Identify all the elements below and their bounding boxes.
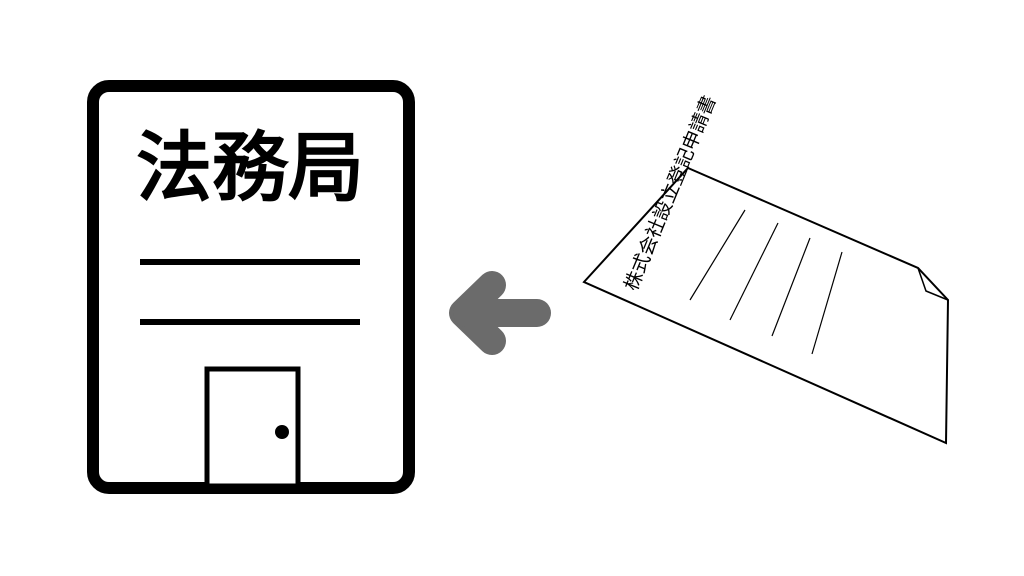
building-icon: 法務局 xyxy=(87,80,415,494)
document-line-3 xyxy=(771,237,811,337)
door-knob xyxy=(275,425,289,439)
document-paper xyxy=(582,166,950,445)
document-icon: 株式会社設立登記申請書 xyxy=(582,92,950,445)
door-frame xyxy=(204,366,301,489)
document-fold xyxy=(917,267,949,301)
arrow-left-icon xyxy=(449,271,551,355)
document-line-2 xyxy=(729,222,779,321)
document-line-4 xyxy=(811,251,843,355)
building-label: 法務局 xyxy=(136,123,364,212)
door-icon xyxy=(204,366,301,489)
document-line-1 xyxy=(689,209,746,301)
